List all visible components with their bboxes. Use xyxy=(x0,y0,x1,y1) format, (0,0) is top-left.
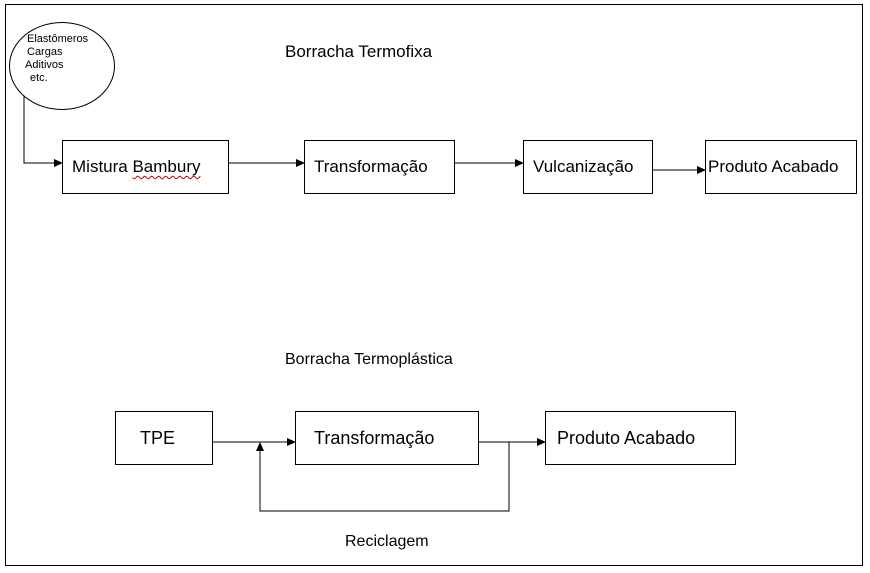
recycling-loop-arrow xyxy=(256,442,510,512)
tpe-box: TPE xyxy=(115,411,213,465)
mixing-label: Mistura Bambury xyxy=(72,157,201,177)
thermoplastic-transformation-box: Transformação xyxy=(295,411,479,465)
mixing-box: Mistura Bambury xyxy=(62,140,229,194)
vulcanization-box: Vulcanização xyxy=(523,140,653,194)
thermoset-product-label: Produto Acabado xyxy=(708,157,839,176)
input-additives: Aditivos xyxy=(25,59,64,71)
recycling-label: Reciclagem xyxy=(345,533,429,550)
thermoplastic-transformation-label: Transformação xyxy=(314,428,435,448)
tpe-label: TPE xyxy=(140,428,176,448)
inputs-to-mixing-arrow xyxy=(23,95,63,167)
thermoset-title: Borracha Termofixa xyxy=(285,42,433,61)
input-fillers: Cargas xyxy=(27,46,63,58)
thermoset-transformation-box: Transformação xyxy=(304,140,455,194)
vulcanization-label: Vulcanização xyxy=(533,157,634,176)
thermoset-transformation-label: Transformação xyxy=(314,157,428,176)
diagram-frame xyxy=(5,4,863,566)
thermoplastic-title: Borracha Termoplástica xyxy=(285,351,453,368)
input-elastomers: Elastômeros xyxy=(27,33,89,45)
mixing-label-word: Bambury xyxy=(132,157,201,176)
input-etc: etc. xyxy=(30,72,48,84)
thermoplastic-product-label: Produto Acabado xyxy=(557,428,696,448)
thermoset-product-box: Produto Acabado xyxy=(705,140,857,194)
thermoplastic-product-box: Produto Acabado xyxy=(545,411,736,465)
mixing-label-prefix: Mistura xyxy=(72,157,133,176)
raw-materials-circle: Elastômeros Cargas Aditivos etc. xyxy=(9,22,115,110)
